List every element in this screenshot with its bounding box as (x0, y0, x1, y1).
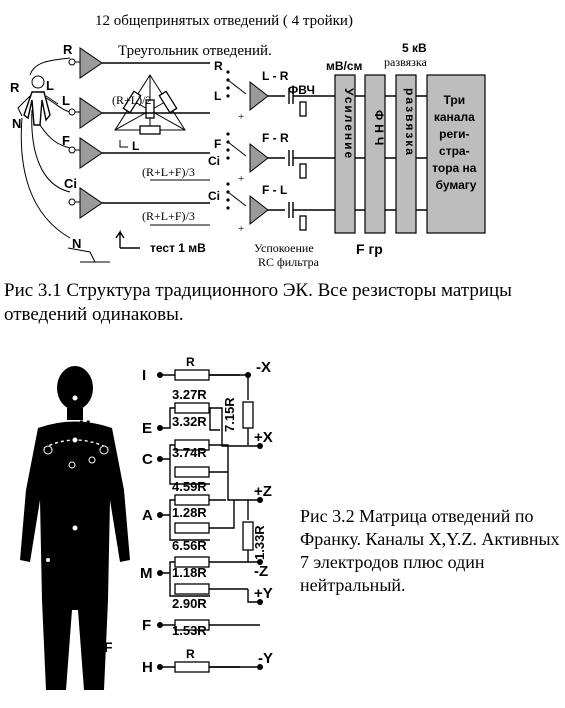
body-label-l: L (46, 78, 54, 93)
svg-text:+: + (238, 111, 244, 123)
vres-label-1: 7.15R (222, 397, 237, 432)
res-label-5: 4.59R (172, 479, 207, 494)
output-plus-z: +Z (254, 483, 272, 500)
caption-fig-3-1: Рис 3.1 Структура традиционного ЭК. Все … (4, 280, 512, 325)
output-plus-x: +X (254, 429, 273, 446)
figure-3-2-diagram: H M I A E C F2 F1 F I E C A M F H R 3.27… (20, 355, 273, 690)
lpf-block (364, 74, 386, 234)
figure-3-1-diagram: 12 общепринятых отведений ( 4 тройки) R … (10, 13, 486, 269)
electrode-r: R (63, 42, 73, 57)
point-i: I (44, 427, 48, 443)
output-minus-z: -Z (254, 563, 268, 580)
switch-label-l: L (214, 89, 221, 103)
point-a: A (102, 427, 112, 443)
output-plus-y: +Y (254, 585, 273, 602)
isolation-label: развязка (384, 55, 427, 69)
electrode-l: L (62, 93, 70, 108)
buffer-l-icon (79, 97, 103, 129)
recorder-text: Три канала реги- стра- тора на бумагу (432, 93, 480, 192)
res-label-8: 1.18R (172, 565, 207, 580)
point-f: F (104, 639, 113, 655)
sum-label-1: (R+L+F)/3 (142, 165, 195, 179)
svg-text:+: + (238, 223, 244, 235)
recorder-block (426, 74, 486, 234)
electrode-ci: Ci (64, 176, 77, 191)
test-label: тест 1 мВ (150, 241, 206, 255)
output-minus-x: -X (256, 359, 271, 376)
point-f1: F1 (48, 519, 65, 535)
rotary-switches: + + + (226, 70, 247, 235)
matrix-electrode-i: I (142, 367, 146, 384)
point-c: C (85, 465, 95, 481)
point-f2: F2 (80, 489, 97, 505)
caption-fig-3-2: Рис 3.2 Матрица отведений по Франку. Кан… (300, 506, 560, 595)
isolate-text: развязка (403, 88, 417, 157)
matrix-electrode-h: H (142, 659, 153, 676)
res-label-11: R (186, 647, 195, 661)
res-label-7: 6.56R (172, 538, 207, 553)
res-label-3: 3.32R (172, 414, 207, 429)
res-label-4: 3.74R (172, 445, 207, 460)
lead-label-1: L - R (262, 69, 289, 83)
buffer-ci-icon (79, 187, 103, 219)
res-label-2: 3.27R (172, 387, 207, 402)
res-label-1: R (186, 355, 195, 369)
point-m: M (79, 417, 91, 433)
triangle-label: Треугольник отведений. (118, 43, 272, 59)
vres-label-2: 1.33R (252, 525, 267, 560)
diff-amp-1-icon (249, 80, 269, 112)
body-figure (17, 75, 59, 126)
lead-label-3: F - L (262, 183, 287, 197)
point-h: H (68, 377, 78, 393)
human-silhouette (20, 366, 130, 690)
switch-label-ci: Ci (208, 154, 220, 168)
junction-rl-label: (R+L)/2 (112, 93, 151, 107)
hpf-label: ФВЧ (288, 83, 315, 97)
fgr-label: F гр (356, 241, 383, 257)
electrode-n: N (72, 236, 81, 251)
lead-label-2: F - R (262, 131, 289, 145)
sum-label-2: (R+L+F)/3 (142, 209, 195, 223)
rc-label: Успокоение RC фильтра (254, 241, 320, 269)
electrode-f: F (62, 133, 70, 148)
res-label-10: 1.53R (172, 623, 207, 638)
unit-label: мВ/см (326, 59, 363, 73)
res-label-9: 2.90R (172, 596, 207, 611)
buffer-f-icon (79, 137, 103, 169)
buffer-r-icon (79, 47, 103, 79)
point-e: E (66, 469, 75, 485)
lpf-text: ФНЧ (372, 110, 386, 149)
svg-text:+: + (238, 173, 244, 185)
switch-label-r: R (214, 59, 223, 73)
matrix-electrode-m: M (140, 565, 153, 582)
diff-amp-3-icon (249, 194, 269, 226)
output-minus-y: -Y (258, 650, 273, 667)
arrow-l-label: L (132, 139, 139, 153)
body-label-r: R (10, 80, 20, 95)
switch-label-f: F (214, 137, 221, 151)
switch-label-ci-2: Ci (208, 189, 220, 203)
body-label-n: N (12, 116, 21, 131)
matrix-electrode-a: A (142, 507, 153, 524)
matrix-electrode-f: F (142, 617, 151, 634)
kv-label: 5 кВ (402, 41, 427, 55)
amplifier-block (334, 74, 356, 234)
diff-amp-2-icon (249, 142, 269, 174)
matrix-electrode-e: E (142, 420, 152, 437)
amplify-text: Усиление (342, 88, 356, 160)
fig1-title: 12 общепринятых отведений ( 4 тройки) (95, 13, 353, 29)
matrix-electrode-c: C (142, 451, 153, 468)
res-label-6: 1.28R (172, 505, 207, 520)
isolation-block (395, 74, 417, 234)
